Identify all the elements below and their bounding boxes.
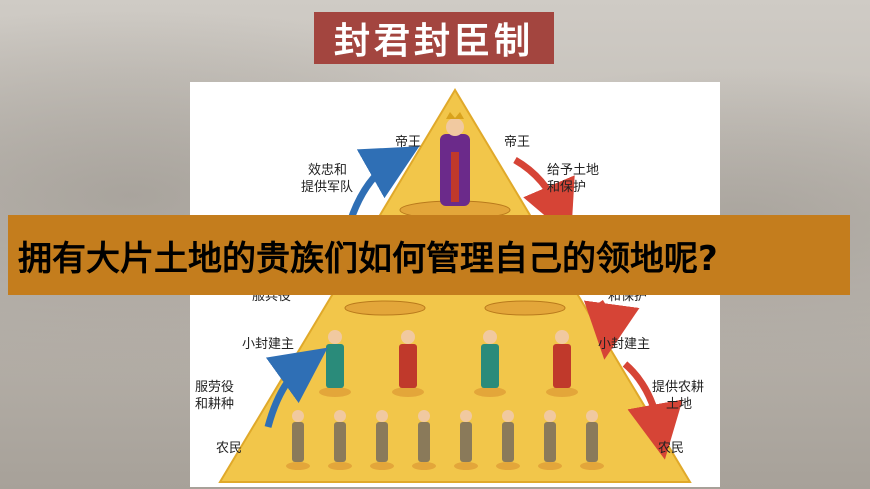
label-left-king: 帝王 — [395, 135, 422, 150]
label-right-grant-2: 和保护 — [547, 180, 587, 195]
arrow-up-top — [346, 146, 420, 224]
label-right-provide-2: 土地 — [666, 397, 693, 412]
label-right-peasant: 农民 — [658, 441, 685, 456]
label-left-loyalty-2: 提供军队 — [301, 180, 354, 195]
small-lord-figures — [319, 330, 578, 397]
page-title: 封君封臣制 — [314, 12, 554, 64]
label-left-labor-2: 和耕种 — [195, 397, 235, 412]
label-left-small-lord: 小封建主 — [242, 337, 295, 352]
label-left-loyalty-1: 效忠和 — [308, 163, 348, 178]
arrow-down-top — [513, 156, 575, 238]
arrow-down-bottom2 — [622, 361, 683, 460]
king-icon — [440, 112, 470, 206]
label-right-provide-1: 提供农耕 — [652, 380, 705, 395]
arrow-down-bottom — [583, 300, 640, 360]
peasant-figures — [286, 410, 604, 470]
label-left-peasant: 农民 — [216, 441, 243, 456]
arrow-up-bottom — [264, 347, 328, 428]
question-banner: 拥有大片土地的贵族们如何管理自己的领地呢? — [8, 215, 850, 295]
label-left-labor-1: 服劳役 — [195, 380, 235, 395]
question-text: 拥有大片土地的贵族们如何管理自己的领地呢? — [18, 238, 718, 279]
label-right-king: 帝王 — [504, 135, 531, 150]
label-right-grant-1: 给予土地 — [547, 163, 600, 178]
label-right-small-lord: 小封建主 — [598, 337, 651, 352]
